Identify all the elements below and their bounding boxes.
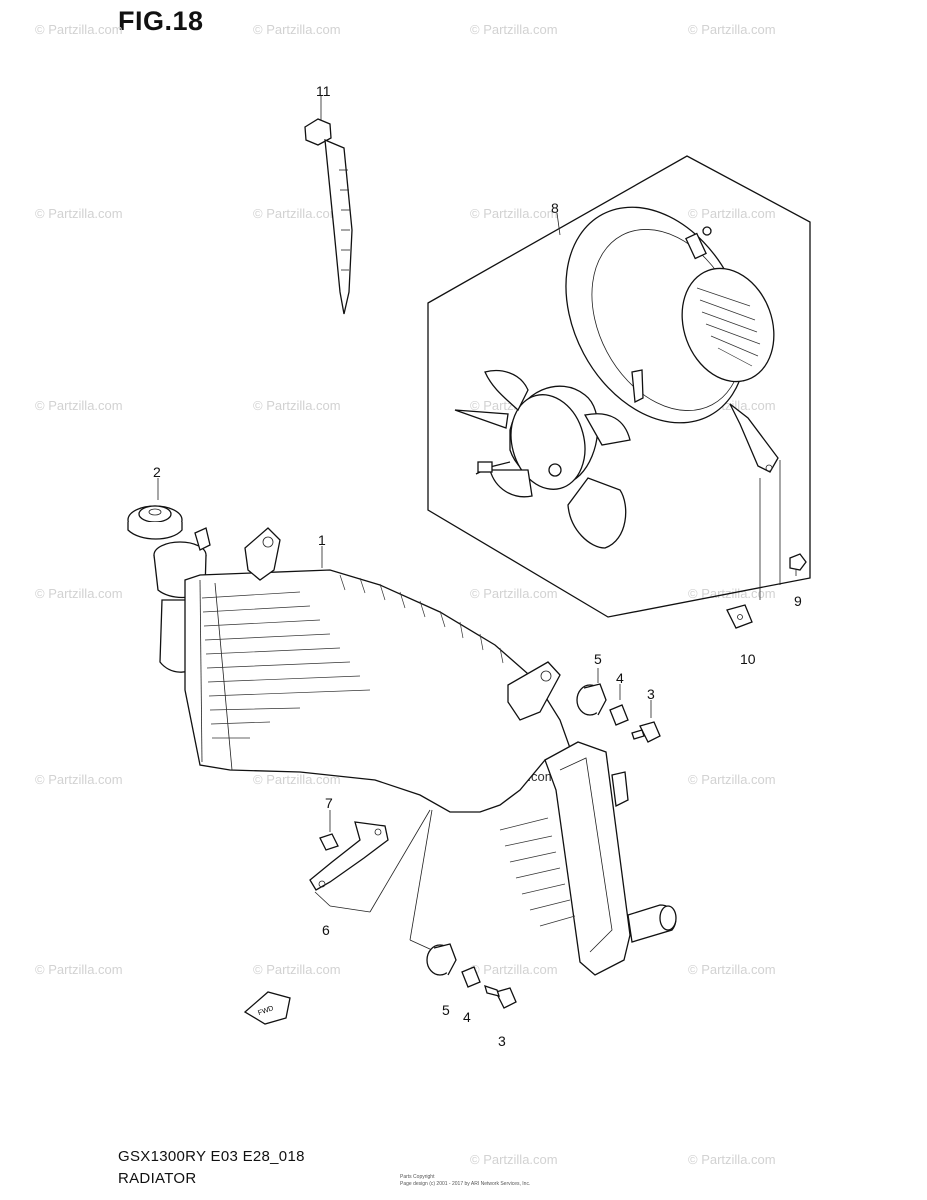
watermark-text: © Partzilla.com [35, 772, 123, 787]
watermark-text: © Partzilla.com [688, 772, 776, 787]
watermark-text: © Partzilla.com [35, 398, 123, 413]
nut-10-part [726, 604, 753, 629]
watermark-text: © Partzilla.com [253, 22, 341, 37]
watermark-text: © Partzilla.com [253, 962, 341, 977]
watermark-text: © Partzilla.com [688, 1152, 776, 1167]
cable-tie-part [304, 96, 353, 315]
watermark-layer: © Partzilla.com © Partzilla.com © Partzi… [35, 22, 776, 1167]
fine-print-copyright: Parts Copyright [400, 1174, 435, 1180]
fine-print-page-design: Page design (c) 2001 - 2017 by ARI Netwo… [400, 1181, 531, 1187]
fwd-arrow-icon: FWD [243, 991, 291, 1025]
model-code: GSX1300RY E03 E28_018 [118, 1148, 305, 1165]
callout-3-upper: 3 [647, 686, 655, 702]
callout-4-upper: 4 [616, 670, 624, 686]
callout-3-lower: 3 [498, 1033, 506, 1049]
radiator-part [153, 527, 677, 976]
watermark-text: © Partzilla.com [470, 962, 558, 977]
callout-10: 10 [740, 651, 756, 667]
callout-1: 1 [318, 532, 326, 548]
cushion-5-lower-part [426, 943, 457, 976]
watermark-text: © Partzilla.com [688, 206, 776, 221]
watermark-text: © Partzilla.com [470, 206, 558, 221]
watermark-text: © Partzilla.com [470, 22, 558, 37]
watermark-text: © Partzilla.com [35, 586, 123, 601]
watermark-text: © Partzilla.com [253, 772, 341, 787]
watermark-text: © Partzilla.com [35, 22, 123, 37]
cushion-5-upper-part [576, 668, 607, 716]
figure-title: FIG.18 [118, 6, 204, 36]
callout-6: 6 [322, 922, 330, 938]
watermark-text: © Partzilla.com [35, 206, 123, 221]
callout-11: 11 [316, 83, 331, 99]
cooling-fan-assembly-part [427, 155, 811, 618]
callout-9: 9 [794, 593, 802, 609]
bolt-7-part [319, 810, 339, 851]
watermark-text: © Partzilla.com [253, 206, 341, 221]
watermark-text: © Partzilla.com [688, 22, 776, 37]
bolt-3-lower-part [484, 984, 517, 1009]
callout-5-upper: 5 [594, 651, 602, 667]
watermark-text: © Partzilla.com [470, 1152, 558, 1167]
section-name: RADIATOR [118, 1170, 197, 1187]
collar-4-upper-part [609, 684, 629, 726]
callout-5-lower: 5 [442, 1002, 450, 1018]
watermark-text: © Partzilla.com [35, 962, 123, 977]
callout-7: 7 [325, 795, 333, 811]
callout-8: 8 [551, 200, 559, 216]
watermark-text: © Partzilla.com [253, 398, 341, 413]
callout-4-lower: 4 [463, 1009, 471, 1025]
radiator-cap-part [127, 478, 183, 540]
bolt-9-part [789, 553, 807, 576]
callout-2: 2 [153, 464, 161, 480]
bracket-6-part [309, 809, 431, 913]
watermark-text: © Partzilla.com [688, 962, 776, 977]
bolt-3-upper-part [631, 700, 661, 743]
collar-4-lower-part [461, 966, 481, 988]
watermark-text: © Partzilla.com [470, 586, 558, 601]
